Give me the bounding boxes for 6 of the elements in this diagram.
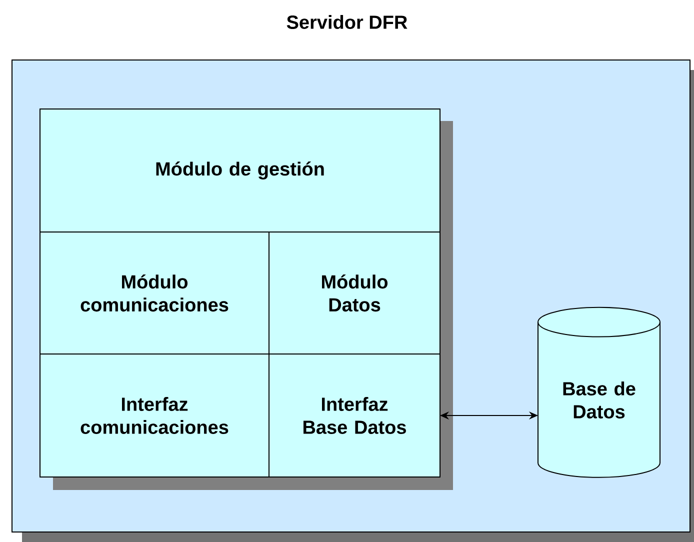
module-box: Interfaz comunicaciones xyxy=(40,354,270,478)
title: Servidor DFR xyxy=(286,15,408,29)
database-cylinder: Base de Datos xyxy=(538,306,660,478)
module-box: Interfaz Base Datos xyxy=(268,354,440,478)
module-box: Módulo comunicaciones xyxy=(40,232,270,354)
module-box: Módulo Datos xyxy=(268,232,440,354)
